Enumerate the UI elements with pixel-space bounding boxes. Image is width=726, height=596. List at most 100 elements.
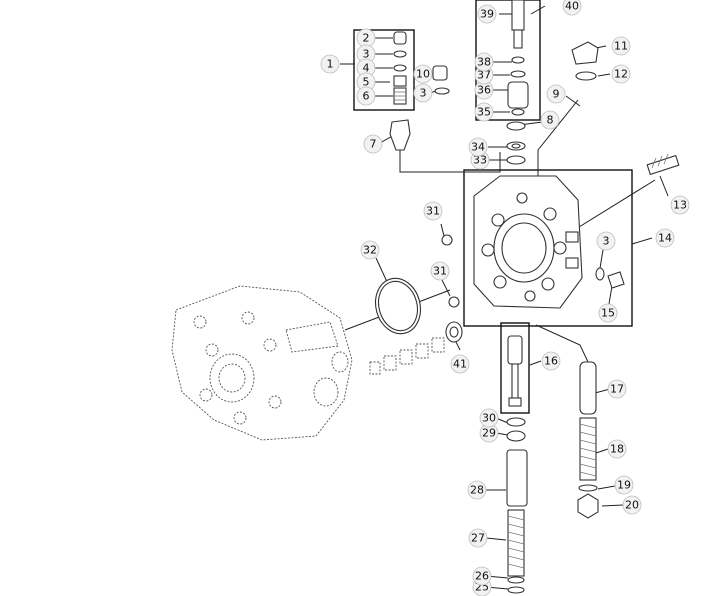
callout-circle: [468, 137, 488, 157]
valve-parts-top: [507, 0, 529, 116]
callout-circle: [356, 86, 376, 106]
callout-label: 41: [453, 358, 467, 371]
fitting-7: [389, 119, 411, 151]
callout-32: 32: [360, 240, 380, 260]
callout-36: 36: [474, 80, 494, 100]
callout-9: 9: [546, 84, 566, 104]
callout-circle: [598, 303, 618, 323]
callout-circle: [474, 52, 494, 72]
callout-label: 36: [477, 84, 491, 97]
callout-7: 7: [363, 134, 383, 154]
callout-label: 37: [477, 69, 491, 82]
callout-circle: [541, 351, 561, 371]
valve-parts-left: [393, 31, 407, 105]
callout-35: 35: [474, 102, 494, 122]
callout-circle: [363, 134, 383, 154]
pump-body: [171, 285, 353, 441]
parts: [171, 0, 680, 594]
callout-label: 31: [433, 265, 447, 278]
callout-label: 16: [544, 355, 558, 368]
cap-10: [432, 65, 448, 81]
callout-circle: [670, 195, 690, 215]
callout-30: 30: [479, 408, 499, 428]
callout-3b: 3: [413, 83, 433, 103]
nut-20: [577, 493, 599, 519]
callout-10: 10: [413, 64, 433, 84]
callout-circle: [562, 0, 582, 16]
callout-circle: [450, 354, 470, 374]
callout-31a: 31: [423, 201, 443, 221]
callout-label: 3: [420, 87, 427, 100]
callout-17: 17: [607, 379, 627, 399]
callout-label: 35: [477, 106, 491, 119]
callout-27: 27: [468, 528, 488, 548]
callout-16: 16: [541, 351, 561, 371]
fitting-15: [607, 271, 625, 289]
callout-label: 3: [363, 48, 370, 61]
callout-label: 31: [426, 205, 440, 218]
callout-label: 5: [363, 76, 370, 89]
spring-assembly-left: [369, 337, 445, 375]
callout-26: 26: [472, 566, 492, 586]
callout-label: 3: [603, 235, 610, 248]
callout-40: 40: [562, 0, 582, 16]
frame-valve-parts-left: [353, 29, 415, 111]
callout-label: 2: [363, 32, 370, 45]
callout-circle: [468, 528, 488, 548]
callout-circle: [430, 261, 450, 281]
frame-spool: [500, 322, 530, 414]
callout-label: 20: [625, 499, 639, 512]
callout-20: 20: [622, 495, 642, 515]
callout-label: 6: [363, 90, 370, 103]
callout-circle: [546, 84, 566, 104]
callout-label: 29: [482, 427, 496, 440]
callout-circle: [614, 475, 634, 495]
callout-circle: [655, 228, 675, 248]
callout-circle: [622, 495, 642, 515]
sleeve-28: [506, 449, 528, 507]
callout-circle: [423, 201, 443, 221]
callout-circle: [413, 64, 433, 84]
spring-27: [507, 509, 525, 577]
spring-18: [579, 417, 597, 481]
callout-1: 1: [320, 54, 340, 74]
callout-38: 38: [474, 52, 494, 72]
callout-34: 34: [468, 137, 488, 157]
callout-3c: 3: [596, 231, 616, 251]
callout-label: 14: [658, 232, 672, 245]
callout-label: 27: [471, 532, 485, 545]
callout-label: 8: [547, 114, 554, 127]
callout-label: 4: [363, 62, 370, 75]
callout-circle: [611, 64, 631, 84]
callout-label: 28: [470, 484, 484, 497]
callout-14: 14: [655, 228, 675, 248]
callout-labels: 1234567891031112131431516171819202526272…: [320, 0, 690, 596]
frame-valve-housing: [463, 169, 633, 327]
callout-circle: [477, 4, 497, 24]
callout-circle: [472, 566, 492, 586]
callout-label: 19: [617, 479, 631, 492]
nut-31-upper: [441, 234, 453, 246]
callout-label: 12: [614, 68, 628, 81]
callout-label: 13: [673, 199, 687, 212]
callout-circle: [596, 231, 616, 251]
callout-label: 11: [614, 40, 628, 53]
plug-11: [571, 41, 599, 65]
callout-6: 6: [356, 86, 376, 106]
callout-label: 39: [480, 8, 494, 21]
callout-label: 7: [370, 138, 377, 151]
callout-label: 17: [610, 383, 624, 396]
callout-13: 13: [670, 195, 690, 215]
callout-circle: [479, 408, 499, 428]
bolt-13: [646, 153, 680, 176]
plunger-17: [579, 361, 597, 415]
callout-label: 40: [565, 0, 579, 13]
callout-circle: [320, 54, 340, 74]
callout-8: 8: [540, 110, 560, 130]
callout-label: 32: [363, 244, 377, 257]
callout-circle: [607, 439, 627, 459]
group-frames: [353, 0, 633, 414]
washer-12: [575, 71, 597, 81]
callout-18: 18: [607, 439, 627, 459]
